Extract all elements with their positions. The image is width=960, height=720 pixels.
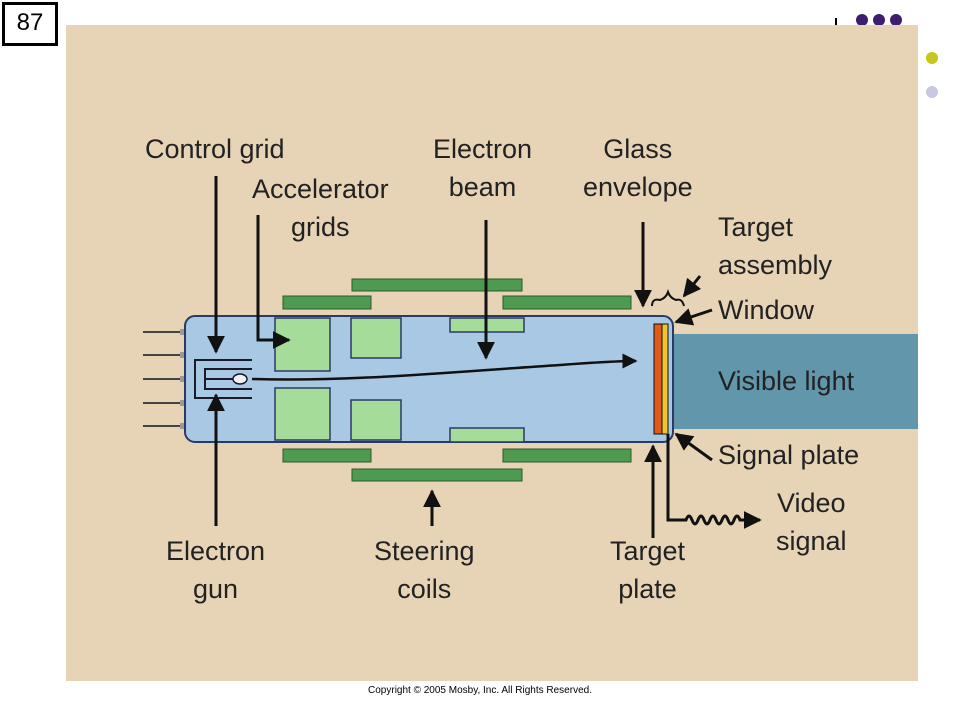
arrow-target-assembly (682, 275, 702, 298)
label-video-signal: Video signal (776, 488, 847, 556)
steering-coils (282, 278, 632, 482)
label-steering-coils: Steering coils (374, 536, 475, 604)
electron-beam-path (251, 353, 638, 381)
decorative-dot (926, 52, 938, 64)
label-accelerator-grids: Accelerator grids (252, 174, 389, 242)
decorative-dot (926, 86, 938, 98)
label-target-assembly: Target assembly (718, 212, 833, 280)
visible-light-beam (672, 334, 918, 429)
label-target-plate: Target plate (610, 536, 686, 604)
slide-number: 87 (2, 2, 58, 46)
label-electron-beam: Electron beam (433, 134, 533, 202)
signal-plate (661, 323, 669, 435)
cathode (232, 373, 248, 385)
label-electron-gun: Electron gun (166, 536, 266, 604)
copyright-text: Copyright © 2005 Mosby, Inc. All Rights … (368, 685, 592, 696)
arrow-window (674, 308, 713, 326)
label-signal-plate: Signal plate (718, 440, 860, 470)
accelerator-grids (274, 317, 525, 443)
tube-pins (143, 331, 185, 427)
arrow-signal-plate (674, 432, 713, 462)
decorative-dot (890, 14, 902, 26)
label-glass-envelope: Glass envelope (583, 134, 693, 202)
decorative-dot (856, 14, 868, 26)
decorative-dot (873, 14, 885, 26)
video-signal-wave (666, 434, 762, 529)
label-visible-light: Visible light (718, 366, 855, 396)
label-window: Window (718, 295, 815, 325)
arrow-accelerator-grids (256, 215, 291, 349)
target-plate (653, 323, 663, 435)
target-assembly-bracket (651, 288, 685, 307)
label-control-grid: Control grid (145, 134, 285, 164)
